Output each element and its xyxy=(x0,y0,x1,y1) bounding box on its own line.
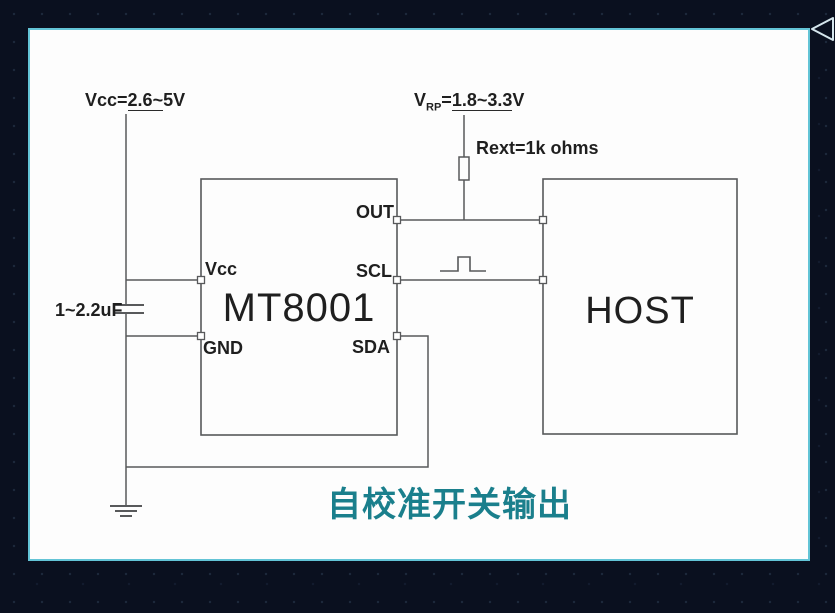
capacitor-symbol xyxy=(114,304,144,314)
pin-scl xyxy=(392,275,402,285)
host-chip-name: HOST xyxy=(585,290,695,332)
circuit-drawing xyxy=(110,114,738,517)
vrp-supply-label: VRP=1.8~3.3V xyxy=(414,90,524,118)
vcc-supply-label: Vcc=2.6~5V xyxy=(85,90,186,111)
capacitor-label: 1~2.2uF xyxy=(55,300,123,320)
vrp-base: V xyxy=(414,90,427,110)
pin-host-scl xyxy=(538,275,548,285)
vcc-supply-range: 2.6~ xyxy=(127,90,164,111)
pin-gnd xyxy=(196,331,206,341)
vrp-sub: RP xyxy=(426,101,442,114)
wire-sda-return xyxy=(126,335,429,468)
nav-arrow-icon[interactable] xyxy=(810,15,835,43)
pulse-waveform-icon xyxy=(440,256,486,272)
mt8001-box xyxy=(200,178,398,436)
schematic-panel: Vcc=2.6~5V VRP=1.8~3.3V Rext=1k ohms 1~2… xyxy=(28,28,810,561)
wires xyxy=(126,115,543,468)
rext-label: Rext=1k ohms xyxy=(476,138,599,158)
pin-out xyxy=(392,215,402,225)
vrp-eq: = xyxy=(441,90,452,110)
resistor-symbol xyxy=(458,156,470,181)
pin-label-vcc: Vcc xyxy=(205,259,238,279)
vrp-range: 1.8~3.3 xyxy=(451,90,513,111)
vcc-supply-suffix: 5V xyxy=(163,90,186,110)
pin-label-sda: SDA xyxy=(351,337,390,357)
mt8001-chip-name: MT8001 xyxy=(222,286,376,330)
pin-label-gnd: GND xyxy=(203,338,243,358)
vcc-supply-prefix: Vcc= xyxy=(85,90,128,110)
pin-vcc xyxy=(196,275,206,285)
ground-symbol xyxy=(110,505,142,517)
diagram-caption: 自校准开关输出 xyxy=(327,486,572,524)
pin-label-out: OUT xyxy=(356,202,394,222)
pin-label-scl: SCL xyxy=(356,261,392,281)
host-box xyxy=(542,178,738,435)
pin-sda xyxy=(392,331,402,341)
pin-terminals xyxy=(196,215,548,341)
vrp-suffix: V xyxy=(512,90,525,110)
pin-host-out xyxy=(538,215,548,225)
